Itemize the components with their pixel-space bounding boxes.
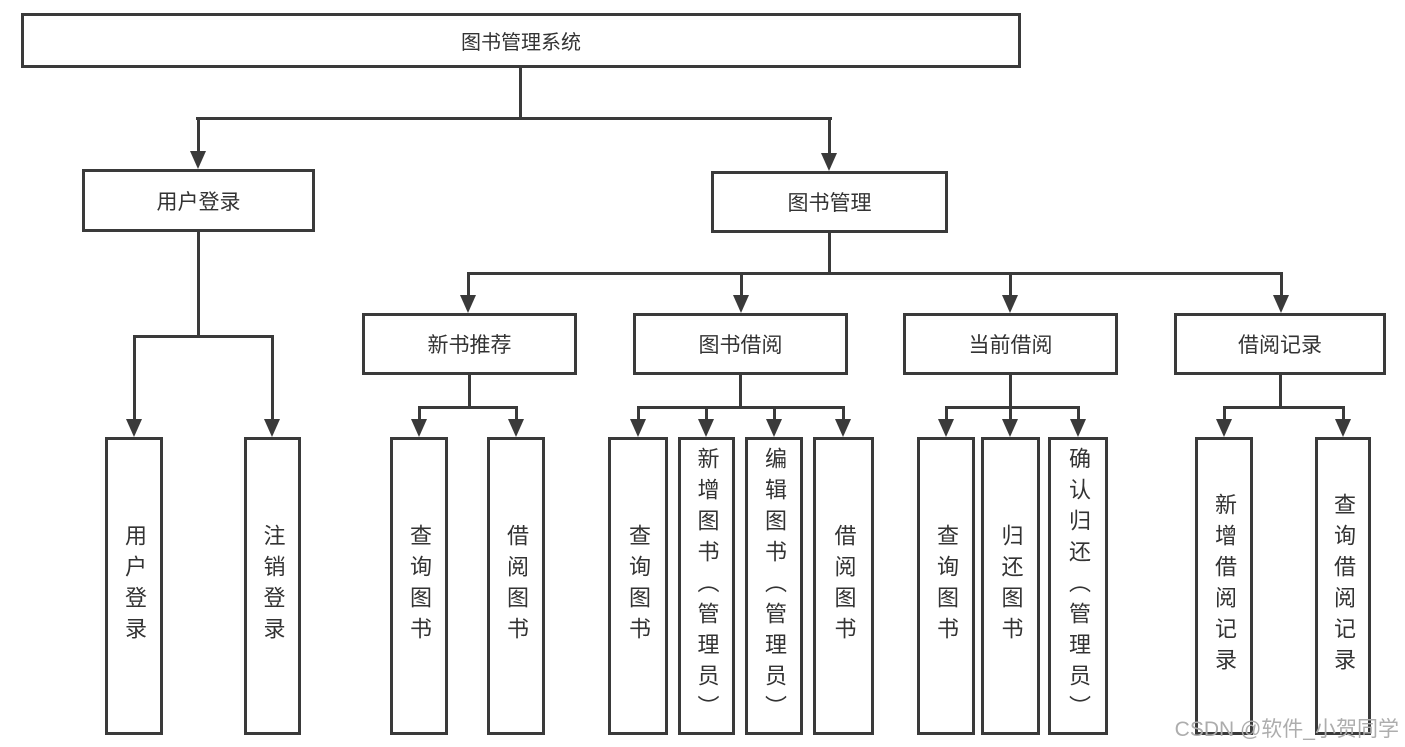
node-current-borrowing: 当前借阅 <box>903 313 1118 375</box>
leaf-borrowing-query-books-label: 查询图书 <box>626 524 651 648</box>
leaf-recommend-query-books-label: 查询图书 <box>407 524 432 648</box>
leaf-records-query-record-label: 查询借阅记录 <box>1331 493 1356 679</box>
leaf-records-add-record-label: 新增借阅记录 <box>1212 493 1237 679</box>
node-system-root: 图书管理系统 <box>21 13 1021 68</box>
connector-line <box>740 272 743 298</box>
connector-line <box>637 406 640 422</box>
leaf-borrowing-add-books-admin-label: 新增图书（管理员） <box>694 446 720 726</box>
leaf-user-login-label: 用户登录 <box>122 524 147 648</box>
connector-line <box>1077 406 1080 422</box>
arrow-down-icon <box>508 419 524 437</box>
node-user-login: 用户登录 <box>82 169 315 232</box>
connector-line <box>1280 272 1283 298</box>
leaf-recommend-query-books: 查询图书 <box>390 437 448 735</box>
csdn-watermark: CSDN @软件_小贺同学 <box>1174 718 1399 741</box>
leaf-current-confirm-return-admin-label: 确认归还（管理员） <box>1066 446 1091 726</box>
leaf-user-login: 用户登录 <box>105 437 163 735</box>
leaf-logout-login: 注销登录 <box>244 437 301 735</box>
leaf-current-query-books-label: 查询图书 <box>934 524 959 648</box>
connector-line <box>1279 373 1282 408</box>
node-book-borrowing-label: 图书借阅 <box>698 334 783 357</box>
leaf-recommend-borrow-books: 借阅图书 <box>487 437 545 735</box>
connector-line <box>196 117 832 120</box>
connector-line <box>418 406 518 409</box>
leaf-records-add-record: 新增借阅记录 <box>1195 437 1253 735</box>
connector-line <box>1223 406 1226 422</box>
connector-line <box>828 117 831 155</box>
connector-line <box>739 373 742 408</box>
connector-line <box>271 335 274 421</box>
leaf-logout-login-label: 注销登录 <box>260 524 286 648</box>
node-borrowing-records-label: 借阅记录 <box>1238 334 1322 357</box>
arrow-down-icon <box>1070 419 1086 437</box>
arrow-down-icon <box>264 419 280 437</box>
connector-line <box>133 335 136 421</box>
arrow-down-icon <box>733 295 749 313</box>
connector-line <box>468 373 471 408</box>
leaf-records-query-record: 查询借阅记录 <box>1315 437 1371 735</box>
node-book-borrowing: 图书借阅 <box>633 313 848 375</box>
node-book-management: 图书管理 <box>711 171 948 233</box>
arrow-down-icon <box>938 419 954 437</box>
arrow-down-icon <box>1273 295 1289 313</box>
arrow-down-icon <box>1335 419 1351 437</box>
connector-line <box>467 272 1283 275</box>
leaf-current-query-books: 查询图书 <box>917 437 975 735</box>
connector-line <box>197 230 200 336</box>
leaf-borrowing-query-books: 查询图书 <box>608 437 668 735</box>
arrow-down-icon <box>835 419 851 437</box>
connector-line <box>515 406 518 422</box>
connector-line <box>1009 373 1012 422</box>
leaf-current-return-books-label: 归还图书 <box>998 524 1024 648</box>
arrow-down-icon <box>190 151 206 169</box>
arrow-down-icon <box>1216 419 1232 437</box>
connector-line <box>197 117 200 155</box>
node-new-book-recommend: 新书推荐 <box>362 313 577 375</box>
connector-line <box>467 272 470 298</box>
arrow-down-icon <box>698 419 714 437</box>
arrow-down-icon <box>126 419 142 437</box>
connector-line <box>418 406 421 422</box>
connector-line <box>945 406 948 422</box>
node-current-borrowing-label: 当前借阅 <box>968 334 1053 357</box>
arrow-down-icon <box>821 153 837 171</box>
connector-line <box>705 406 708 422</box>
connector-line <box>1223 406 1345 409</box>
connector-line <box>842 406 845 422</box>
connector-line <box>133 335 274 338</box>
node-user-login-label: 用户登录 <box>156 190 241 214</box>
connector-line <box>945 406 1080 409</box>
arrow-down-icon <box>460 295 476 313</box>
leaf-borrowing-add-books-admin: 新增图书（管理员） <box>678 437 735 735</box>
leaf-borrowing-edit-books-admin-label: 编辑图书（管理员） <box>762 446 787 726</box>
leaf-recommend-borrow-books-label: 借阅图书 <box>504 524 529 648</box>
arrow-down-icon <box>766 419 782 437</box>
arrow-down-icon <box>630 419 646 437</box>
arrow-down-icon <box>411 419 427 437</box>
arrow-down-icon <box>1002 419 1018 437</box>
connector-line <box>1009 272 1012 298</box>
node-new-book-recommend-label: 新书推荐 <box>427 334 512 357</box>
connector-line <box>519 66 522 118</box>
connector-line <box>637 406 845 409</box>
node-book-management-label: 图书管理 <box>787 192 872 215</box>
arrow-down-icon <box>1002 295 1018 313</box>
leaf-current-confirm-return-admin: 确认归还（管理员） <box>1048 437 1108 735</box>
connector-line <box>828 231 831 275</box>
leaf-borrowing-edit-books-admin: 编辑图书（管理员） <box>745 437 803 735</box>
connector-line <box>1342 406 1345 422</box>
leaf-borrowing-borrow-books-label: 借阅图书 <box>831 524 857 648</box>
node-system-root-label: 图书管理系统 <box>461 32 581 54</box>
leaf-borrowing-borrow-books: 借阅图书 <box>813 437 874 735</box>
node-borrowing-records: 借阅记录 <box>1174 313 1386 375</box>
leaf-current-return-books: 归还图书 <box>981 437 1040 735</box>
connector-line <box>773 406 776 422</box>
